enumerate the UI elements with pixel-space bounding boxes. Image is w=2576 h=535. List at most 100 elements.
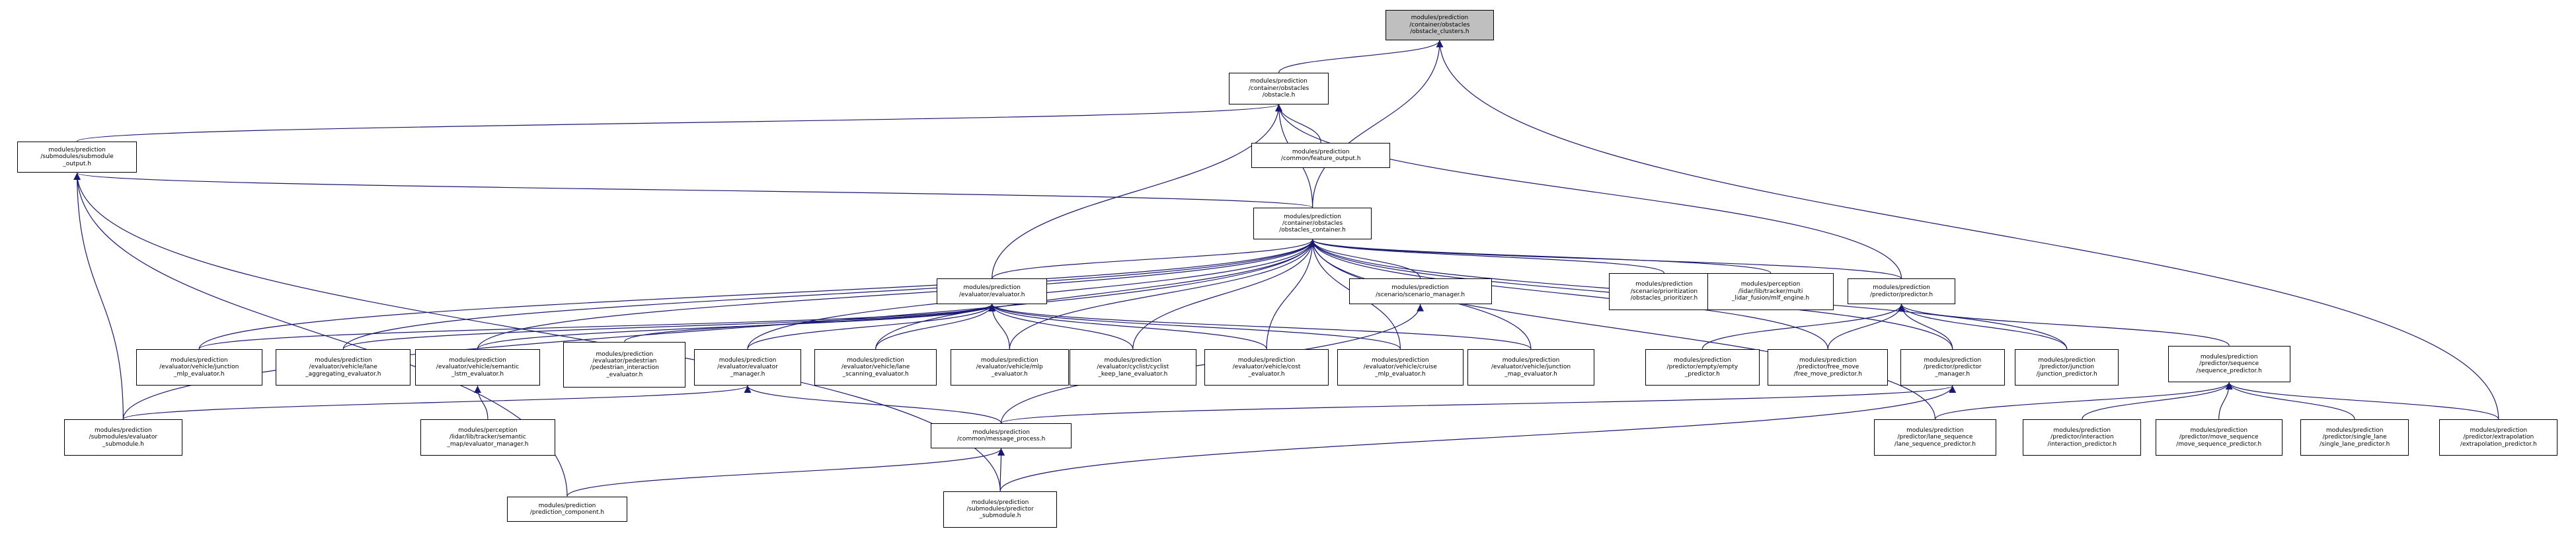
node-label-line: _lidar_fusion/mlf_engine.h bbox=[1731, 294, 1810, 302]
node-label-line: modules/prediction bbox=[1250, 78, 1308, 85]
node-label-line: modules/prediction bbox=[1411, 15, 1469, 22]
node-label-line: modules/prediction bbox=[980, 356, 1038, 364]
node-lane-aggregating[interactable]: modules/prediction/evaluator/vehicle/lan… bbox=[276, 349, 411, 386]
node-label-line: /pedestrian_interaction bbox=[590, 364, 659, 372]
edge-message-process-to-predictor-manager bbox=[1001, 385, 1956, 424]
node-label-line: modules/prediction bbox=[596, 350, 654, 358]
node-predictor-submodule[interactable]: modules/prediction/submodules/predictor_… bbox=[943, 491, 1058, 528]
node-message-process[interactable]: modules/prediction/common/message_proces… bbox=[931, 423, 1072, 448]
node-label-line: _manager.h bbox=[730, 370, 765, 378]
node-label-line: /predictor/predictor bbox=[1924, 364, 1982, 371]
edge-obstacle-to-root bbox=[1278, 40, 1444, 73]
node-label-line: modules/prediction bbox=[719, 356, 777, 364]
edge-obstacles-prioritizer-to-obstacles-container bbox=[1309, 239, 1664, 274]
edge-predictor-submodule-to-message-process bbox=[997, 448, 1005, 491]
edge-extrapolation-to-sequence-predictor bbox=[2225, 382, 2499, 420]
node-label-line: /evaluator/vehicle/semantic bbox=[436, 364, 520, 371]
node-label-line: /evaluator/cyclist/cyclist bbox=[1097, 364, 1169, 371]
node-mlp-evaluator[interactable]: modules/prediction/evaluator/vehicle/mlp… bbox=[950, 349, 1069, 386]
node-cruise-mlp[interactable]: modules/prediction/evaluator/vehicle/cru… bbox=[1337, 349, 1464, 386]
node-cyclist-keep-lane[interactable]: modules/prediction/evaluator/cyclist/cyc… bbox=[1070, 349, 1196, 386]
node-label-line: /lidar/lib/tracker/multi bbox=[1738, 288, 1803, 295]
node-lane-scanning[interactable]: modules/prediction/evaluator/vehicle/lan… bbox=[814, 349, 937, 386]
node-empty-predictor[interactable]: modules/prediction/predictor/empty/empty… bbox=[1645, 349, 1760, 386]
node-label-line: _evaluator.h bbox=[1248, 370, 1285, 378]
node-label-line: /submodules/evaluator bbox=[89, 434, 158, 441]
node-label-line: /predictor/lane_sequence bbox=[1897, 434, 1973, 441]
node-lane-sequence[interactable]: modules/prediction/predictor/lane_sequen… bbox=[1873, 419, 1997, 456]
node-obstacle[interactable]: modules/prediction/container/obstacles/o… bbox=[1228, 72, 1329, 104]
node-interaction[interactable]: modules/prediction/predictor/interaction… bbox=[2023, 419, 2142, 456]
node-label-line: _map/evaluator_manager.h bbox=[447, 440, 529, 448]
edge-predictor-to-obstacles-container bbox=[1309, 239, 1902, 279]
node-predictor-manager[interactable]: modules/prediction/predictor/predictor_m… bbox=[1900, 349, 2005, 386]
node-extrapolation[interactable]: modules/prediction/predictor/extrapolati… bbox=[2439, 419, 2558, 456]
node-label-line: /extrapolation_predictor.h bbox=[2460, 440, 2537, 448]
node-label-line: /sequence_predictor.h bbox=[2196, 367, 2262, 374]
node-label-line: /junction_predictor.h bbox=[2036, 370, 2097, 378]
node-evaluator[interactable]: modules/prediction/evaluator/evaluator.h bbox=[937, 278, 1048, 304]
edge-single-lane-to-sequence-predictor bbox=[2225, 382, 2355, 420]
node-submodule-output[interactable]: modules/prediction/submodules/submodule_… bbox=[17, 141, 137, 173]
node-label-line: modules/prediction bbox=[1391, 284, 1449, 292]
edge-obstacles-container-to-root bbox=[1312, 40, 1444, 208]
node-label-line: /lidar/lib/tracker/semantic bbox=[449, 434, 526, 441]
node-scenario-manager[interactable]: modules/prediction/scenario/scenario_man… bbox=[1348, 278, 1492, 304]
edge-sequence-predictor-to-predictor bbox=[1898, 304, 2230, 347]
edge-semantic-lstm-to-obstacles-container bbox=[477, 239, 1316, 349]
node-label-line: /evaluator/evaluator.h bbox=[958, 291, 1025, 298]
edge-mlp-evaluator-to-obstacles-container bbox=[1009, 239, 1316, 349]
node-label-line: /obstacles_prioritizer.h bbox=[1630, 294, 1698, 302]
edge-junction-mlp-to-obstacles-container bbox=[198, 239, 1316, 349]
node-label-line: /evaluator/vehicle/junction bbox=[159, 364, 239, 371]
node-label-line: modules/prediction bbox=[1104, 356, 1162, 364]
node-label-line: /lane_sequence_predictor.h bbox=[1894, 440, 1976, 448]
node-obstacles-container[interactable]: modules/prediction/container/obstacles/o… bbox=[1253, 207, 1372, 240]
edge-prediction-component-to-message-process bbox=[566, 448, 1005, 497]
node-junction-mlp[interactable]: modules/prediction/evaluator/vehicle/jun… bbox=[136, 349, 262, 386]
node-label-line: /free_move_predictor.h bbox=[1793, 370, 1862, 378]
node-label-line: modules/prediction bbox=[1635, 281, 1693, 288]
node-label-line: _submodule.h bbox=[102, 440, 144, 448]
node-root[interactable]: modules/prediction/container/obstacles/o… bbox=[1386, 9, 1494, 40]
node-label-line: /prediction_component.h bbox=[529, 509, 605, 516]
node-label-line: modules/prediction bbox=[1502, 356, 1560, 364]
edge-evaluator-manager-to-evaluator bbox=[747, 304, 995, 349]
node-free-move[interactable]: modules/prediction/predictor/free_move/f… bbox=[1768, 349, 1889, 386]
node-junction-predictor[interactable]: modules/prediction/predictor/junction/ju… bbox=[2014, 349, 2119, 386]
node-label-line: /submodules/predictor bbox=[966, 506, 1034, 513]
node-label-line: /evaluator/vehicle/cruise bbox=[1363, 364, 1437, 371]
node-single-lane[interactable]: modules/prediction/predictor/single_lane… bbox=[2300, 419, 2409, 456]
node-label-line: modules/prediction bbox=[1284, 213, 1341, 220]
node-label-line: /common/message_process.h bbox=[956, 436, 1046, 442]
node-prediction-component[interactable]: modules/prediction/prediction_component.… bbox=[506, 496, 628, 522]
node-label-line: modules/prediction bbox=[170, 356, 228, 364]
node-label-line: /single_lane_predictor.h bbox=[2319, 440, 2390, 448]
node-sequence-predictor[interactable]: modules/prediction/predictor/sequence/se… bbox=[2167, 345, 2290, 383]
node-label-line: /evaluator/vehicle/lane bbox=[309, 364, 377, 371]
node-label-line: modules/prediction bbox=[449, 356, 506, 364]
node-label-line: _mlp_evaluator.h bbox=[1375, 370, 1426, 378]
node-semantic-lstm[interactable]: modules/prediction/evaluator/vehicle/sem… bbox=[415, 349, 540, 386]
node-label-line: /submodules/submodule bbox=[40, 153, 114, 161]
node-pedestrian-interaction[interactable]: modules/prediction/evaluator/pedestrian/… bbox=[563, 341, 686, 388]
edge-cruise-mlp-to-evaluator bbox=[988, 304, 1401, 349]
node-evaluator-manager[interactable]: modules/prediction/evaluator/evaluator_m… bbox=[693, 349, 802, 386]
node-label-line: modules/perception bbox=[458, 427, 518, 434]
node-evaluator-submodule[interactable]: modules/prediction/submodules/evaluator_… bbox=[63, 419, 182, 456]
node-feature-output[interactable]: modules/prediction/common/feature_output… bbox=[1251, 143, 1391, 169]
node-junction-map[interactable]: modules/prediction/evaluator/vehicle/jun… bbox=[1467, 349, 1594, 386]
node-label-line: /predictor/extrapolation bbox=[2463, 434, 2534, 441]
node-label-line: /evaluator/vehicle/junction bbox=[1491, 364, 1571, 371]
node-cost-evaluator[interactable]: modules/prediction/evaluator/vehicle/cos… bbox=[1204, 349, 1329, 386]
node-move-sequence[interactable]: modules/prediction/predictor/move_sequen… bbox=[2156, 419, 2283, 456]
node-label-line: /predictor/single_lane bbox=[2322, 434, 2387, 441]
node-obstacles-prioritizer[interactable]: modules/prediction/scenario/prioritizati… bbox=[1609, 273, 1719, 310]
node-predictor[interactable]: modules/prediction/predictor/predictor.h bbox=[1847, 278, 1956, 304]
node-label-line: /obstacles_container.h bbox=[1279, 227, 1346, 234]
node-label-line: modules/prediction bbox=[1372, 356, 1429, 364]
node-semantic-map-manager[interactable]: modules/perception/lidar/lib/tracker/sem… bbox=[420, 419, 555, 456]
edge-evaluator-to-obstacle bbox=[992, 104, 1282, 279]
node-label-line: /evaluator/pedestrian bbox=[592, 358, 657, 365]
node-mlf-engine[interactable]: modules/perception/lidar/lib/tracker/mul… bbox=[1707, 273, 1834, 310]
